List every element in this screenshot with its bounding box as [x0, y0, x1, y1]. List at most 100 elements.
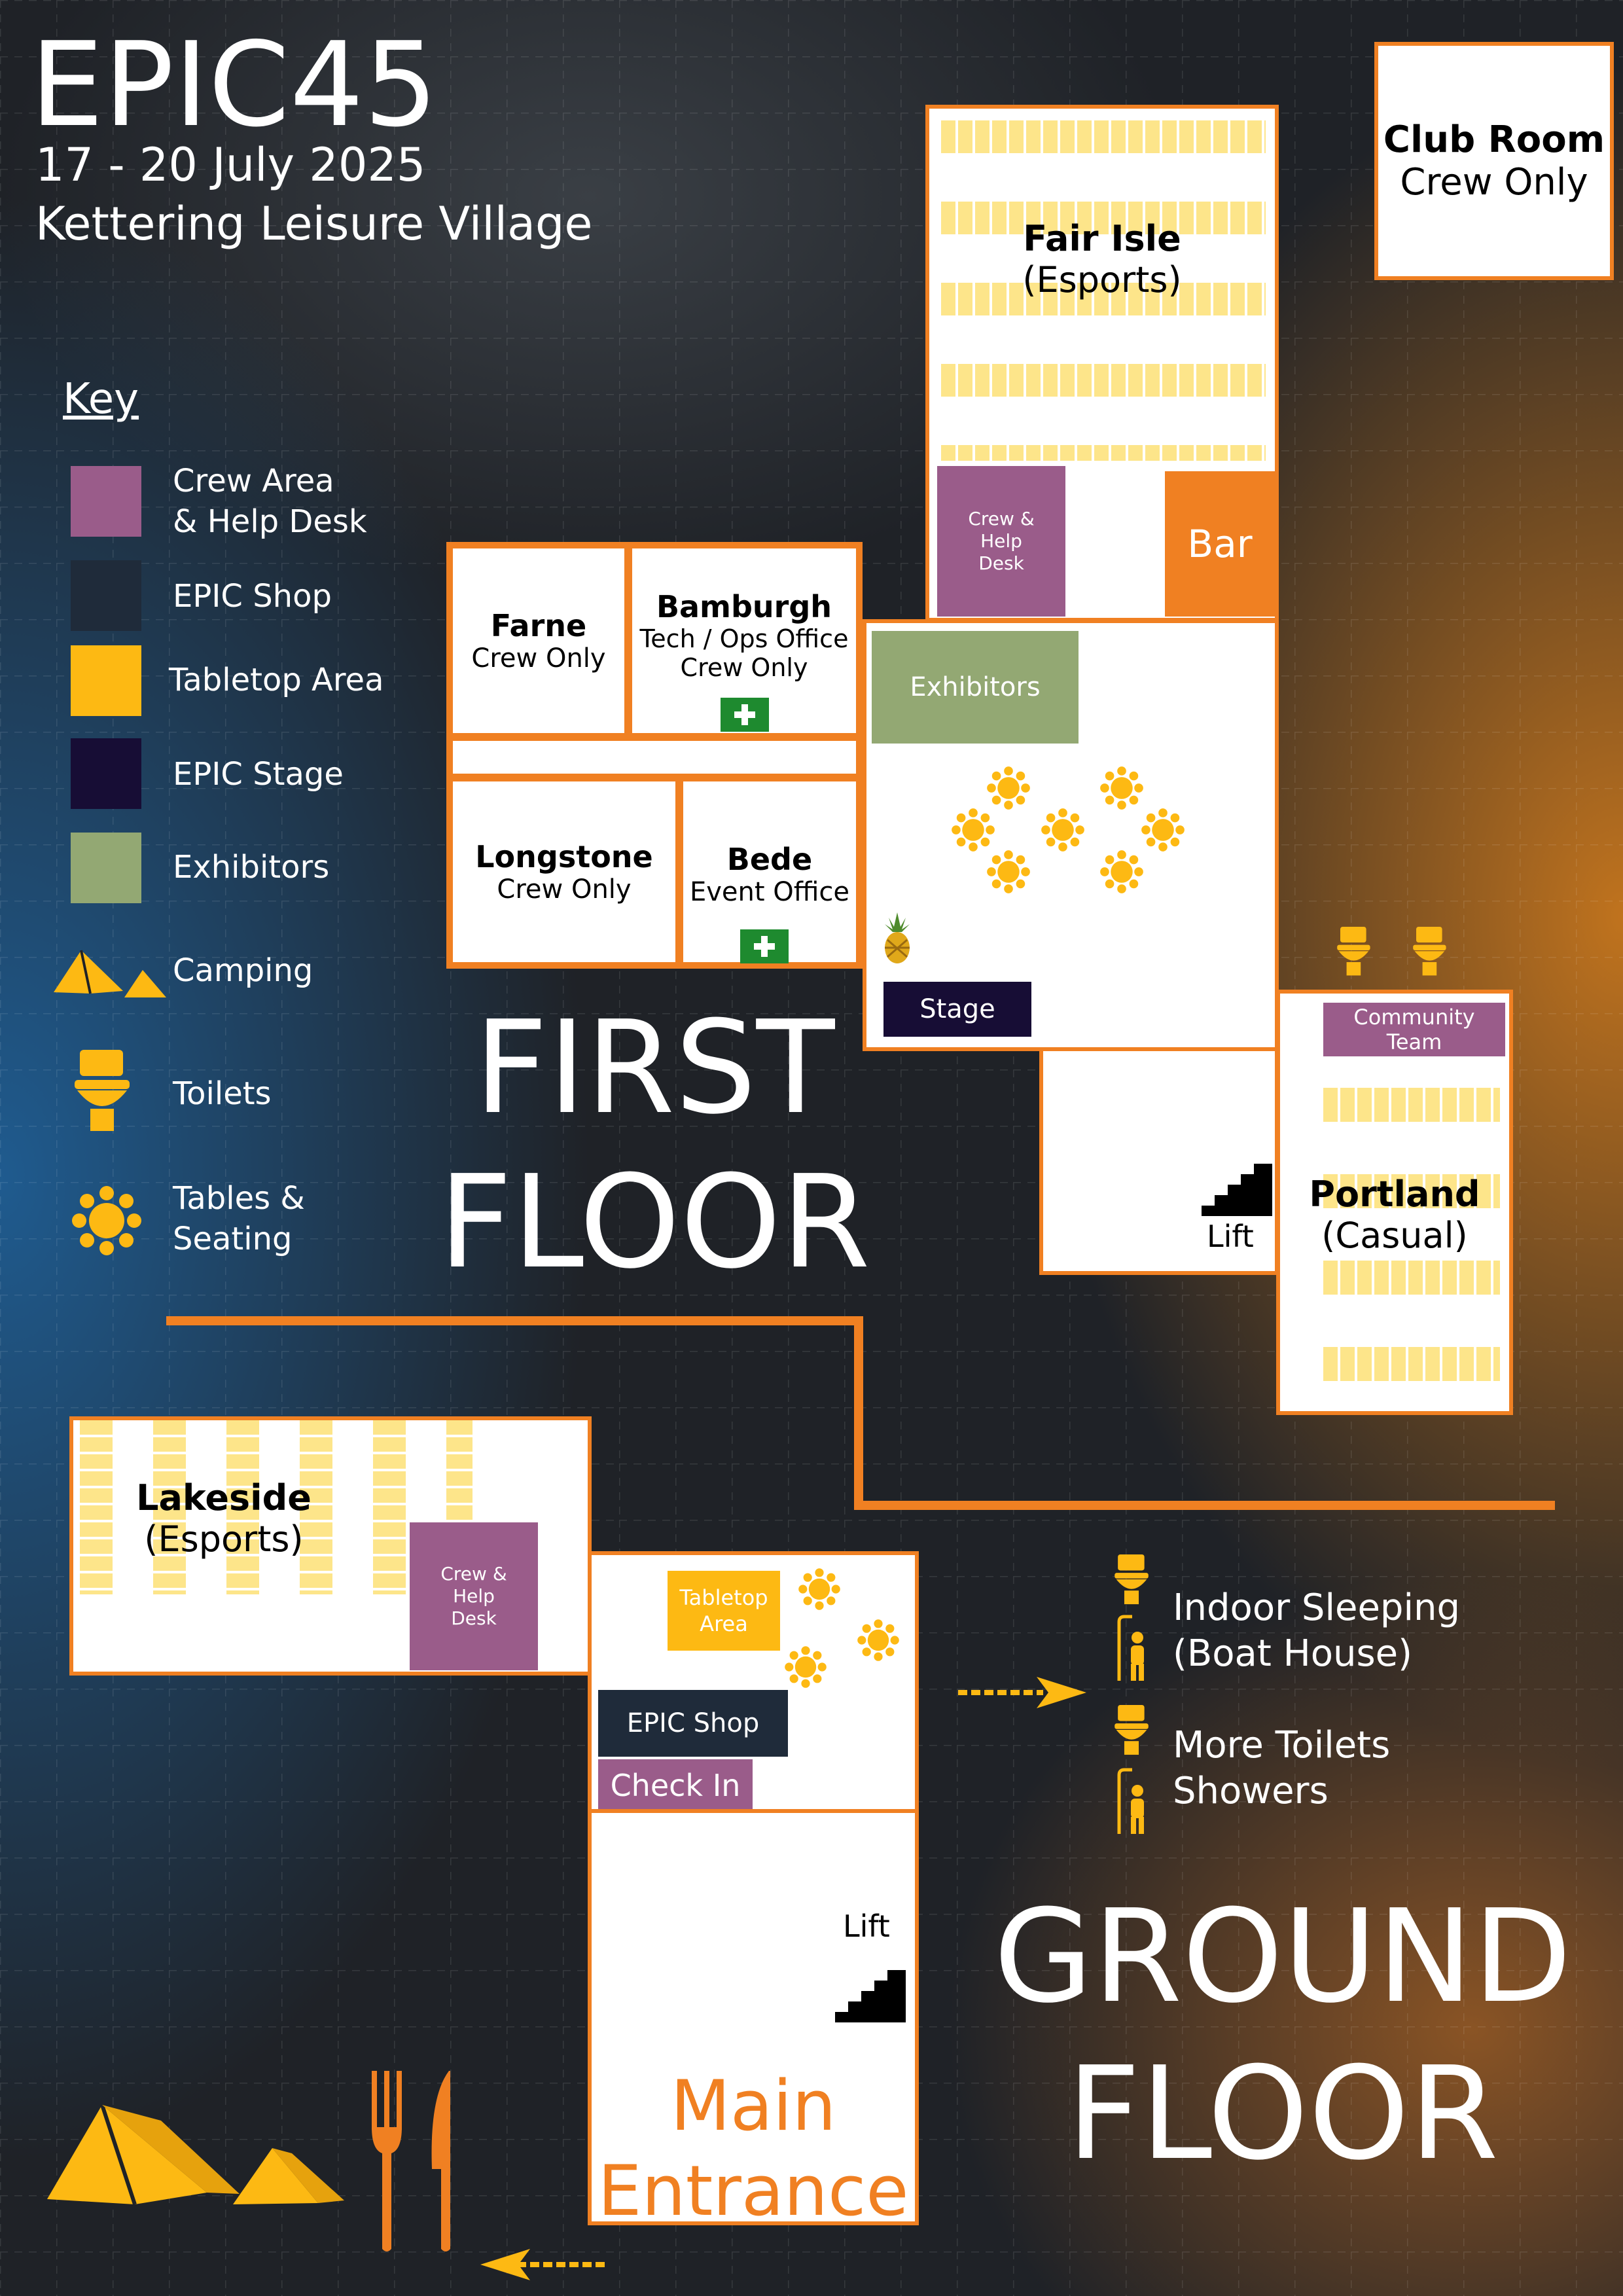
crew-desk-label: Crew & Help Desk: [968, 508, 1035, 574]
room-longstone: Longstone Crew Only: [453, 781, 675, 962]
bamburgh-name: Bamburgh: [656, 589, 832, 624]
bede-sub: Event Office: [689, 877, 850, 907]
toilet-icon: [1115, 1704, 1149, 1755]
ground-floor-label: GROUND FLOOR: [993, 1882, 1572, 2189]
lakeside-name: Lakeside: [136, 1477, 312, 1518]
more-toilets-label: More Toilets Showers: [1173, 1724, 1391, 1812]
bar-label: Bar: [1187, 522, 1253, 566]
fair-isle-sub: (Esports): [1022, 259, 1182, 300]
exhibitors-label: Exhibitors: [910, 672, 1041, 702]
farne-sub: Crew Only: [471, 643, 606, 673]
tent-icon: [54, 950, 166, 997]
key-swatch-exhibitors: [71, 833, 141, 903]
event-title: EPIC45: [30, 17, 438, 152]
stage-area: Stage: [883, 982, 1031, 1037]
shower-icon: [1117, 1768, 1144, 1834]
lakeside-label: Lakeside (Esports): [136, 1473, 312, 1564]
club-room-sub: Crew Only: [1400, 161, 1588, 204]
room-foyer: Tabletop Area EPIC Shop Check In: [588, 1551, 919, 1817]
room-main-hall: Exhibitors Stage: [863, 619, 1279, 1051]
table-seating-icon: [798, 1568, 840, 1610]
key-label-camping: Camping: [173, 952, 313, 989]
tabletop-label: Tabletop Area: [679, 1585, 768, 1636]
room-fair-isle: Fair Isle (Esports) Crew & Help Desk Bar: [925, 105, 1279, 622]
corridor: [453, 741, 856, 774]
table-seating-icon: [1041, 808, 1084, 852]
stairs-icon: [1202, 1164, 1272, 1216]
key-heading: Key: [63, 375, 139, 423]
key-swatch-tabletop: [71, 645, 141, 716]
table-seating-icon: [785, 1646, 827, 1688]
toilet-icon: [1115, 1554, 1149, 1605]
farne-name: Farne: [490, 608, 587, 643]
room-portland: Community Team Portland (Casual): [1276, 990, 1513, 1415]
tabletop-area: Tabletop Area: [668, 1571, 780, 1651]
first-floor-lift-label: Lift: [1207, 1219, 1254, 1254]
lakeside-crew-desk: Crew & Help Desk: [410, 1522, 538, 1670]
community-team-area: Community Team: [1323, 1003, 1505, 1056]
fair-isle-crew-desk: Crew & Help Desk: [937, 466, 1065, 617]
key-label-crew: Crew Area & Help Desk: [173, 463, 367, 540]
key-label-stage: EPIC Stage: [173, 756, 344, 793]
table-seating-icon: [857, 1619, 899, 1661]
key-label-toilets: Toilets: [173, 1075, 272, 1112]
lakeside-sub: (Esports): [144, 1518, 304, 1560]
bamburgh-sub1: Tech / Ops Office: [639, 624, 849, 653]
shower-icon: [1117, 1615, 1144, 1681]
portland-seating: [1323, 1088, 1500, 1406]
fair-isle-seating: [941, 120, 1266, 461]
first-floor-label: FIRST FLOOR: [438, 994, 870, 1297]
fork-icon: [372, 2071, 402, 2251]
tent-icon: [47, 2104, 344, 2205]
toilet-icon: [75, 1050, 130, 1131]
bar-area: Bar: [1165, 471, 1275, 617]
event-dates: 17 - 20 July 2025: [35, 138, 426, 192]
exhibitors-area: Exhibitors: [872, 631, 1079, 744]
portland-name: Portland: [1309, 1174, 1480, 1215]
key-label-seating: Tables & Seating: [173, 1180, 305, 1257]
key-swatch-shop: [71, 560, 141, 631]
community-team-label: Community Team: [1353, 1005, 1475, 1054]
stairs-icon: [835, 1970, 906, 2022]
fair-isle-label: Fair Isle (Esports): [929, 207, 1275, 312]
bede-name: Bede: [726, 842, 813, 877]
table-seating-icon: [987, 766, 1030, 810]
seating-icon: [72, 1186, 141, 1255]
longstone-sub: Crew Only: [497, 874, 632, 905]
key-swatch-stage: [71, 738, 141, 809]
toilet-icon: [1413, 927, 1446, 976]
stage-label: Stage: [919, 994, 995, 1024]
arrow-left-icon: [480, 2249, 609, 2280]
first-floor-lift-room: Lift: [1039, 1047, 1279, 1275]
knife-icon: [431, 2071, 450, 2251]
first-aid-icon: [721, 698, 769, 732]
key-label-exhibitors: Exhibitors: [173, 849, 330, 886]
room-bamburgh: Bamburgh Tech / Ops Office Crew Only: [632, 548, 856, 733]
table-seating-icon: [1100, 850, 1143, 893]
bamburgh-sub2: Crew Only: [680, 653, 808, 682]
ground-floor-lift-label: Lift: [843, 1909, 890, 1944]
fair-isle-name: Fair Isle: [1023, 218, 1181, 259]
lakeside-seating: [80, 1420, 473, 1594]
table-seating-icon: [1100, 766, 1143, 810]
epic-shop-area: EPIC Shop: [598, 1690, 788, 1757]
longstone-name: Longstone: [475, 839, 653, 874]
check-in-desk: Check In: [598, 1759, 753, 1812]
table-seating-icon: [952, 808, 995, 852]
check-in-label: Check In: [610, 1768, 741, 1803]
pineapple-icon: [885, 912, 910, 963]
lakeside-crew-desk-label: Crew & Help Desk: [440, 1563, 507, 1629]
room-farne: Farne Crew Only: [453, 548, 624, 733]
club-room-name: Club Room: [1383, 118, 1605, 161]
arrow-right-icon: [958, 1677, 1086, 1708]
room-club-room: Club Room Crew Only: [1374, 42, 1614, 280]
room-lakeside: Lakeside (Esports) Crew & Help Desk: [69, 1416, 592, 1676]
toilet-icon: [1337, 927, 1370, 976]
indoor-sleeping-label: Indoor Sleeping (Boat House): [1173, 1587, 1461, 1675]
key-label-shop: EPIC Shop: [173, 578, 332, 615]
key-swatch-crew: [71, 466, 141, 537]
table-seating-icon: [1141, 808, 1185, 852]
